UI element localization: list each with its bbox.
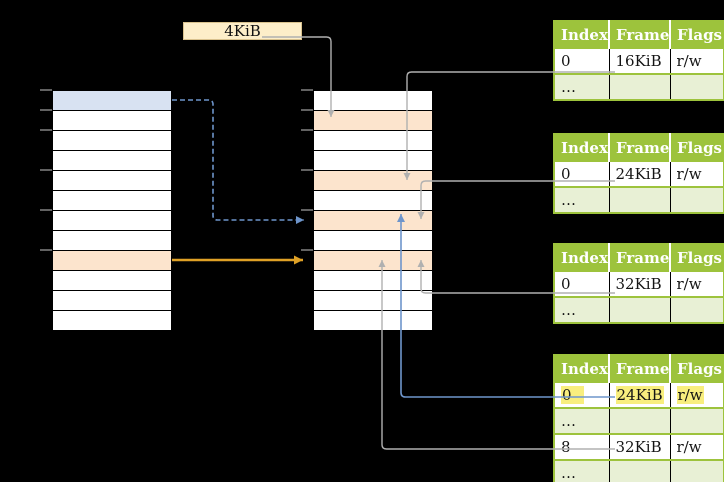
address-ticks-middle bbox=[301, 89, 313, 251]
highlight-mark: r/w bbox=[676, 386, 704, 404]
index-cell: 8 bbox=[554, 433, 610, 460]
index-cell: … bbox=[554, 407, 610, 434]
col-header-index: Index bbox=[554, 355, 610, 383]
table-row-highlighted: 0 24KiB r/w bbox=[554, 381, 724, 408]
frame-cell: 32KiB bbox=[609, 270, 671, 297]
flags-cell bbox=[670, 296, 724, 323]
header-row: Index Frame Flags bbox=[554, 355, 724, 383]
virtual-memory-column bbox=[52, 90, 172, 331]
flags-cell bbox=[670, 407, 724, 434]
memory-row bbox=[53, 231, 171, 251]
index-cell: … bbox=[554, 459, 610, 482]
frame-cell bbox=[609, 459, 671, 482]
memory-row bbox=[53, 211, 171, 231]
highlight-mark: 0 bbox=[561, 386, 584, 404]
table-row: 8 32KiB r/w bbox=[554, 433, 724, 460]
highlight-mark: 24KiB bbox=[615, 386, 664, 404]
flags-cell: r/w bbox=[670, 433, 724, 460]
frame-cell: 24KiB bbox=[609, 381, 671, 408]
memory-row bbox=[53, 131, 171, 151]
memory-row bbox=[314, 211, 432, 231]
memory-row bbox=[314, 231, 432, 251]
index-cell: … bbox=[554, 73, 610, 100]
frame-cell: 32KiB bbox=[609, 433, 671, 460]
memory-row bbox=[314, 291, 432, 311]
index-cell: 0 bbox=[554, 270, 610, 297]
col-header-index: Index bbox=[554, 244, 610, 272]
table-row: … bbox=[554, 407, 724, 434]
table-row: … bbox=[554, 296, 724, 323]
memory-row bbox=[53, 311, 171, 330]
flags-cell: r/w bbox=[670, 270, 724, 297]
flags-cell: r/w bbox=[670, 160, 724, 187]
flags-cell bbox=[670, 73, 724, 100]
table-row: … bbox=[554, 459, 724, 482]
flags-cell bbox=[670, 186, 724, 213]
page-size-box: 4KiB bbox=[183, 22, 302, 40]
address-ticks-left bbox=[40, 89, 52, 251]
index-cell: 0 bbox=[554, 381, 610, 408]
col-header-index: Index bbox=[554, 21, 610, 49]
header-row: Index Frame Flags bbox=[554, 21, 724, 49]
table-row: 0 16KiB r/w bbox=[554, 47, 724, 74]
memory-row bbox=[314, 311, 432, 330]
frame-table-root: Index Frame Flags 0 24KiB r/w … 8 32KiB … bbox=[553, 354, 724, 482]
table-row: … bbox=[554, 186, 724, 213]
flags-cell: r/w bbox=[670, 47, 724, 74]
frame-cell: 16KiB bbox=[609, 47, 671, 74]
arrow-virtual-page-to-frame-24kib-dashed bbox=[172, 99, 304, 224]
frame-cell bbox=[609, 186, 671, 213]
memory-row bbox=[53, 191, 171, 211]
frame-table-24kib: Index Frame Flags 0 24KiB r/w … bbox=[553, 133, 724, 214]
physical-memory-column bbox=[313, 90, 433, 331]
frame-table-32kib: Index Frame Flags 0 32KiB r/w … bbox=[553, 243, 724, 324]
memory-row bbox=[53, 271, 171, 291]
col-header-flags: Flags bbox=[670, 134, 724, 162]
table-row: 0 32KiB r/w bbox=[554, 270, 724, 297]
col-header-flags: Flags bbox=[670, 244, 724, 272]
memory-row bbox=[314, 191, 432, 211]
memory-row bbox=[314, 171, 432, 191]
frame-cell bbox=[609, 73, 671, 100]
memory-row bbox=[314, 251, 432, 271]
col-header-frame: Frame bbox=[609, 355, 671, 383]
col-header-frame: Frame bbox=[609, 134, 671, 162]
index-cell: … bbox=[554, 186, 610, 213]
memory-row bbox=[314, 91, 432, 111]
memory-row bbox=[53, 251, 171, 271]
memory-row bbox=[53, 91, 171, 111]
memory-row bbox=[53, 111, 171, 131]
index-cell: 0 bbox=[554, 160, 610, 187]
col-header-frame: Frame bbox=[609, 21, 671, 49]
header-row: Index Frame Flags bbox=[554, 244, 724, 272]
index-cell: 0 bbox=[554, 47, 610, 74]
index-cell: … bbox=[554, 296, 610, 323]
memory-row bbox=[314, 271, 432, 291]
table-row: 0 24KiB r/w bbox=[554, 160, 724, 187]
header-row: Index Frame Flags bbox=[554, 134, 724, 162]
frame-cell bbox=[609, 296, 671, 323]
flags-cell bbox=[670, 459, 724, 482]
frame-cell bbox=[609, 407, 671, 434]
col-header-flags: Flags bbox=[670, 21, 724, 49]
flags-cell: r/w bbox=[670, 381, 724, 408]
col-header-frame: Frame bbox=[609, 244, 671, 272]
col-header-flags: Flags bbox=[670, 355, 724, 383]
memory-row bbox=[53, 171, 171, 191]
memory-row bbox=[314, 111, 432, 131]
col-header-index: Index bbox=[554, 134, 610, 162]
memory-row bbox=[53, 291, 171, 311]
memory-row bbox=[314, 151, 432, 171]
frame-table-16kib: Index Frame Flags 0 16KiB r/w … bbox=[553, 20, 724, 101]
memory-row bbox=[314, 131, 432, 151]
frame-cell: 24KiB bbox=[609, 160, 671, 187]
table-row: … bbox=[554, 73, 724, 100]
memory-row bbox=[53, 151, 171, 171]
page-size-label: 4KiB bbox=[224, 22, 261, 40]
